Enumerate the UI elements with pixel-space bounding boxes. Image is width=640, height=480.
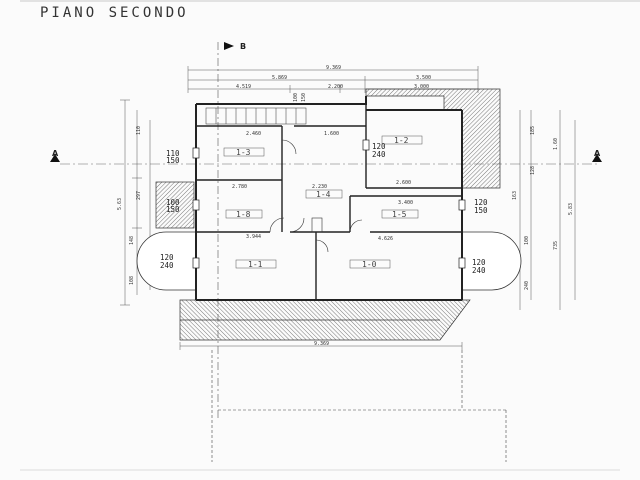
room-label-1-8-box: 1-8 bbox=[225, 209, 263, 219]
dim-sub2: 2.200 bbox=[328, 84, 343, 90]
left-dim-4: 148 bbox=[129, 236, 135, 245]
dim-sub3: 3.000 bbox=[414, 84, 429, 90]
window-label-left-upper-top: 110 bbox=[166, 149, 180, 158]
bottom-dim-label: 9.369 bbox=[314, 341, 329, 347]
left-dim-3: 5.63 bbox=[117, 198, 123, 210]
lower-outline bbox=[211, 350, 507, 462]
right-dim-7: 735 bbox=[553, 241, 559, 250]
window-label-right-mid-top: 120 bbox=[474, 198, 488, 207]
room-label-1-4-box: 1-4 bbox=[305, 189, 343, 199]
window-label-left-mid-top: 100 bbox=[166, 198, 180, 207]
right-dim-5: 240 bbox=[524, 281, 530, 290]
right-dim-6: 1.60 bbox=[553, 138, 559, 150]
right-dim-2: 128 bbox=[530, 166, 536, 175]
window-label-left-lower-bottom: 240 bbox=[160, 261, 174, 270]
right-dimension-chains bbox=[519, 110, 576, 310]
room-label-1-3: 1-3 bbox=[236, 148, 251, 157]
section-b-marker bbox=[217, 42, 234, 420]
room-label-1-4: 1-4 bbox=[316, 190, 331, 199]
balcony-right bbox=[462, 231, 522, 291]
window-label-left-lower-top: 120 bbox=[160, 253, 174, 262]
section-a-left-label: A bbox=[52, 149, 59, 158]
right-dim-4: 100 bbox=[524, 236, 530, 245]
room-dim-1-0: 4.626 bbox=[378, 236, 393, 242]
room-dim-1-8: 2.780 bbox=[232, 184, 247, 190]
room-label-1-1: 1-1 bbox=[248, 260, 263, 269]
room-label-1-0-box: 1-0 bbox=[349, 259, 391, 269]
cupboard bbox=[311, 217, 323, 233]
left-dim-5: 108 bbox=[129, 276, 135, 285]
dim-left: 5.869 bbox=[272, 75, 287, 81]
room-dim-1-4: 2.230 bbox=[312, 184, 327, 190]
balcony-left bbox=[136, 231, 196, 291]
corridor-dim: 1.600 bbox=[324, 131, 339, 137]
window-label-right-upper-bottom: 240 bbox=[372, 150, 386, 159]
left-dim-2: 297 bbox=[136, 191, 142, 200]
room-dim-1-3: 2.460 bbox=[246, 131, 261, 137]
window-label-right-lower-top: 120 bbox=[472, 258, 486, 267]
window-label-left-upper-bottom: 150 bbox=[166, 156, 180, 165]
room-dim-1-2: 2.600 bbox=[396, 180, 411, 186]
stair-label-1: 100 bbox=[293, 93, 299, 102]
room-dim-1-5: 3.400 bbox=[398, 200, 413, 206]
window-label-right-lower-bottom: 240 bbox=[472, 266, 486, 275]
room-label-1-5-box: 1-5 bbox=[381, 209, 419, 219]
dim-total: 9.369 bbox=[326, 65, 341, 71]
section-a-line bbox=[50, 154, 602, 165]
stairs bbox=[205, 107, 307, 125]
room-label-1-0: 1-0 bbox=[362, 260, 377, 269]
roof-left-small bbox=[155, 181, 195, 229]
room-label-1-2-box: 1-2 bbox=[381, 135, 423, 145]
right-dim-1: 185 bbox=[530, 126, 536, 135]
doors bbox=[269, 139, 363, 253]
room-label-1-8: 1-8 bbox=[236, 210, 251, 219]
dim-right: 3.500 bbox=[416, 75, 431, 81]
stair-label-2: 150 bbox=[301, 93, 307, 102]
window-label-right-mid-bottom: 150 bbox=[474, 206, 488, 215]
room-label-1-1-box: 1-1 bbox=[235, 259, 277, 269]
window-label-right-upper-top: 120 bbox=[372, 142, 386, 151]
bottom-dimension bbox=[179, 342, 463, 350]
section-b-label: B bbox=[240, 42, 246, 51]
window-marks bbox=[192, 139, 466, 269]
right-dim-3: 163 bbox=[512, 191, 518, 200]
section-a-right-label: A bbox=[594, 149, 601, 158]
left-dim-1: 110 bbox=[136, 126, 142, 135]
room-label-1-3-box: 1-3 bbox=[223, 147, 265, 157]
room-label-1-2: 1-2 bbox=[394, 136, 409, 145]
window-label-left-mid-bottom: 150 bbox=[166, 205, 180, 214]
room-label-1-5: 1-5 bbox=[392, 210, 407, 219]
dim-sub1: 4.519 bbox=[236, 84, 251, 90]
right-dim-8: 5.83 bbox=[568, 203, 574, 215]
room-dim-1-1: 3.944 bbox=[246, 234, 261, 240]
roof-upper-right bbox=[365, 88, 501, 189]
page-title: PIANO SECONDO bbox=[40, 5, 189, 21]
